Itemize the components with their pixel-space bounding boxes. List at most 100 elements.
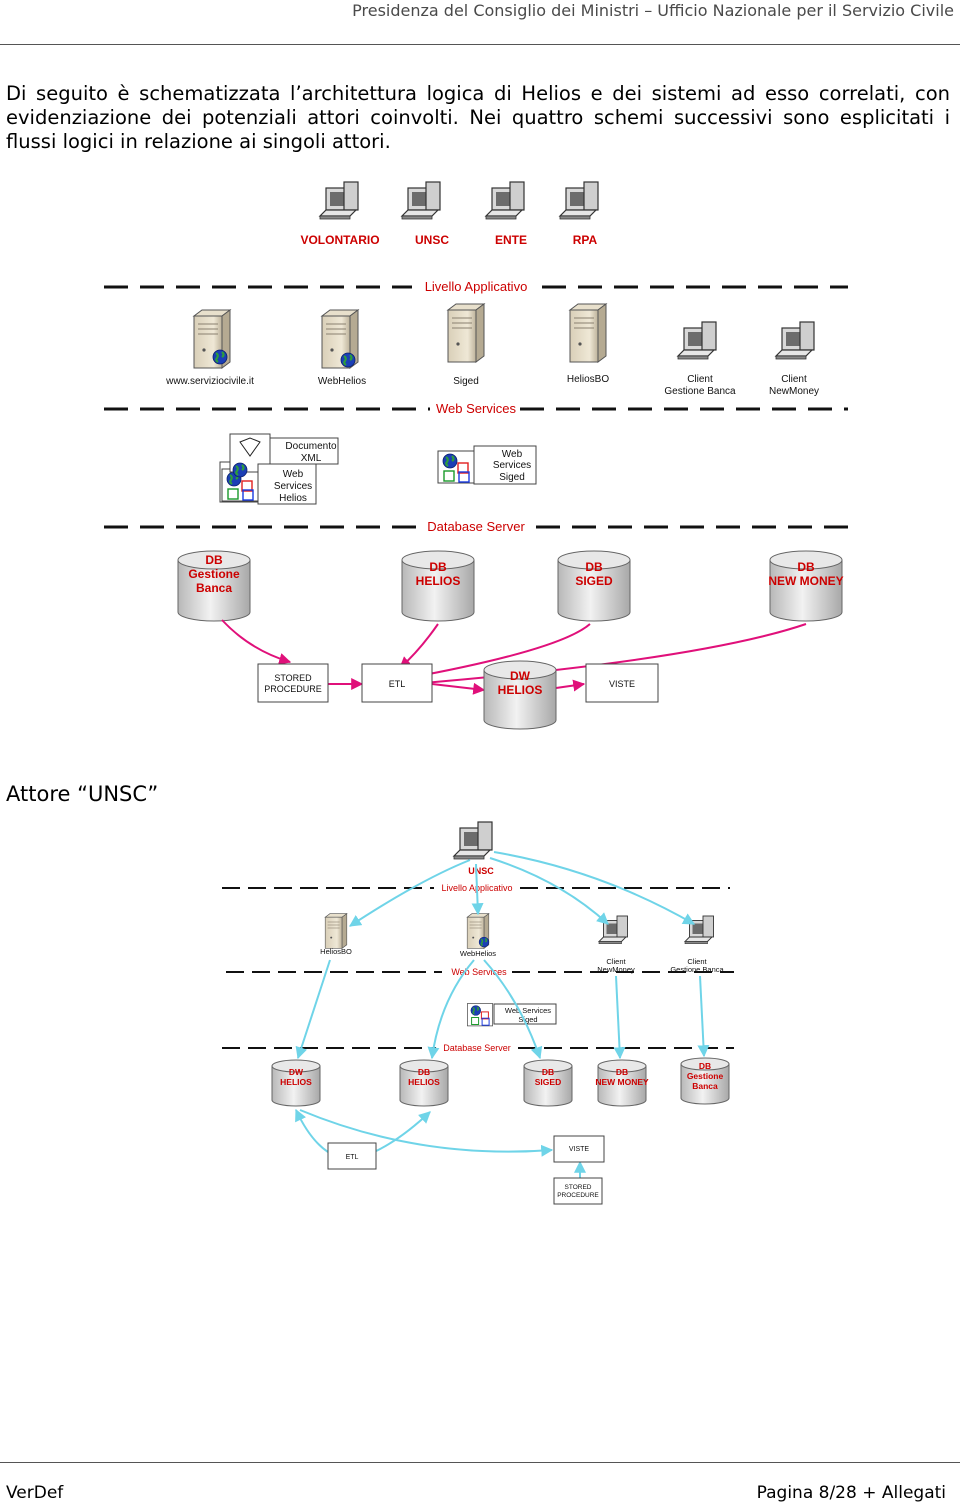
ws-doc-xml-box [269, 437, 339, 465]
section-title-attore-unsc: Attore “UNSC” [6, 782, 159, 806]
d2-etl-box [327, 1142, 377, 1170]
ws-siged-label-2: Services [493, 460, 531, 471]
ws-helios-label-1: Web [283, 469, 304, 480]
db-gb-label-2: Gestione [188, 567, 240, 581]
d2-arrow-unsc-newmoney [489, 857, 609, 925]
db-gestione-banca-icon [177, 550, 251, 622]
d2-etl-label: ETL [346, 1154, 359, 1161]
server-label-webhelios: WebHelios [318, 376, 366, 387]
actor-label-rpa: RPA [573, 233, 598, 247]
d2-db-gb-label-3: Banca [692, 1081, 718, 1091]
db-nm-label-2: NEW MONEY [768, 574, 843, 588]
ws-doc-label-1: Documento [285, 441, 337, 452]
db-newmoney-icon [769, 550, 843, 622]
db-helios-label-1: DB [429, 560, 447, 574]
etl-box [361, 663, 433, 703]
db-nm-label-1: DB [797, 560, 815, 574]
ws-helios-label-3: Helios [279, 493, 307, 504]
d2-stored-box [553, 1177, 603, 1205]
d2-heliosbo-label: HeliosBO [320, 947, 352, 956]
flow-arrow-helios-etl [399, 623, 439, 669]
db-siged-label-1: DB [585, 560, 603, 574]
d2-dw-label-1: DW [289, 1067, 304, 1077]
stored-procedure-box [257, 663, 329, 703]
d2-webhelios-label: WebHelios [460, 949, 496, 958]
flow-arrow-etl-dw [431, 682, 486, 695]
d2-arrow-unsc-gb [493, 851, 696, 925]
client-nm-label-2: NewMoney [769, 386, 819, 397]
d2-db-siged-icon [523, 1059, 573, 1107]
d2-db-gb-label-2: Gestione [687, 1071, 724, 1081]
db-helios-label-2: HELIOS [416, 574, 461, 588]
d2-dw-helios-icon [271, 1059, 321, 1107]
d2-level-db-label: Database Server [443, 1043, 511, 1053]
db-helios-icon [401, 550, 475, 622]
d2-client-gb-icon [684, 915, 714, 945]
level-app-label: Livello Applicativo [425, 279, 528, 294]
actor-pc-ente-icon [485, 181, 525, 220]
intro-line-1: Di seguito è schematizzata l’architettur… [6, 82, 950, 105]
viste-box [585, 663, 659, 703]
db-gb-label-1: DB [205, 553, 223, 567]
server-label-siged: Siged [453, 376, 479, 387]
d2-arrow-nm-db [613, 975, 626, 1060]
footer-left: VerDef [6, 1483, 64, 1503]
d2-client-nm-label-2: NewMoney [597, 965, 635, 974]
unsc-label: UNSC [468, 866, 494, 876]
d2-arrow-dw-viste [299, 1109, 554, 1157]
flow-arrow-siged-etl [406, 623, 591, 682]
actor-pc-unsc-icon [401, 181, 441, 220]
actor-label-unsc: UNSC [415, 233, 449, 247]
ws-siged-icon [438, 451, 474, 483]
d2-arrow-dw-etl [295, 1108, 329, 1153]
d2-db-gb-label-1: DB [699, 1061, 711, 1071]
footer-divider [0, 1462, 960, 1463]
viste-label: VISTE [609, 679, 635, 689]
diagram2: UNSC Livello Applicativo HeliosBO WebHel… [222, 821, 734, 1205]
ws-siged-label-3: Siged [499, 472, 525, 483]
d2-viste-label: VISTE [569, 1146, 590, 1153]
actor-pc-volontario-icon [319, 181, 359, 220]
server-serviziocivile-icon [193, 309, 231, 369]
server-heliosbo-icon [569, 303, 607, 363]
d2-db-nm-label-2: NEW MONEY [595, 1077, 649, 1087]
client-gb-label-2: Gestione Banca [664, 386, 736, 397]
actor-label-ente: ENTE [495, 233, 527, 247]
d2-arrow-db-etl [373, 1111, 431, 1153]
d2-arrow-webhelios-db [427, 959, 475, 1060]
dw-helios-icon [483, 660, 557, 730]
actor-pc-rpa-icon [559, 181, 599, 220]
ws-helios-label-2: Services [274, 481, 312, 492]
level-db-label: Database Server [427, 519, 525, 534]
d2-level-ws-label: Web Services [451, 967, 507, 977]
d2-client-nm-label-1: Client [606, 957, 626, 966]
d2-db-gb-icon [680, 1057, 730, 1105]
d2-viste-box [553, 1135, 605, 1163]
d2-dw-label-2: HELIOS [280, 1077, 312, 1087]
d2-arrow-gb-db [697, 975, 710, 1058]
d2-db-nm-label-1: DB [616, 1067, 628, 1077]
d2-db-newmoney-icon [597, 1059, 647, 1107]
intro-paragraph: Di seguito è schematizzata l’architettur… [6, 82, 950, 154]
server-siged-icon [447, 303, 485, 363]
d2-ws-siged-label-2: Siged [518, 1015, 537, 1024]
d2-client-gb-label-1: Client [687, 957, 707, 966]
stored-label-1: STORED [274, 673, 312, 683]
db-siged-icon [557, 550, 631, 622]
ws-doc-label-2: XML [301, 453, 322, 464]
db-siged-label-2: SIGED [575, 574, 613, 588]
d2-ws-siged-box [493, 1003, 557, 1025]
server-label-heliosbo: HeliosBO [567, 374, 609, 385]
d2-ws-siged-icon [467, 1004, 492, 1026]
d2-db-helios-icon [399, 1059, 449, 1107]
ws-siged-box [473, 445, 537, 485]
client-newmoney-icon [775, 321, 815, 360]
stored-label-2: PROCEDURE [264, 684, 322, 694]
d2-arrow-heliosbo-dw [295, 959, 331, 1060]
etl-label: ETL [389, 679, 406, 689]
ws-siged-label-1: Web [502, 449, 523, 460]
diagram1: VOLONTARIO UNSC ENTE RPA Livello Applica… [104, 181, 848, 730]
client-gb-label-1: Client [687, 374, 713, 385]
client-gestione-banca-icon [677, 321, 717, 360]
